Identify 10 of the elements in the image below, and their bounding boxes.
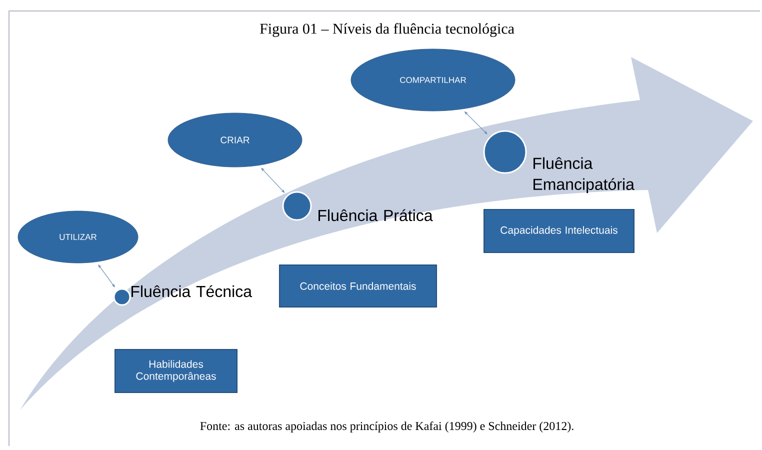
level-label: Fluência Prática [318,209,433,222]
circle-marker [483,130,527,174]
text-box: Capacidades Intelectuais [484,209,634,253]
level-label: Fluência Técnica [132,285,252,298]
figure-title: Figura 01 – Níveis da fluência tecnológica [260,23,514,37]
level-label: Fluência Emancipatória [534,157,634,194]
text-box: Habilidades Contemporâneas [114,349,238,393]
text-box: Conceitos Fundamentais [279,264,437,308]
circle-marker [282,191,312,221]
figure-caption: Fonte: as autoras apoiadas nos princípios de Kafai (1999) e Schneider (2012). [200,422,574,432]
